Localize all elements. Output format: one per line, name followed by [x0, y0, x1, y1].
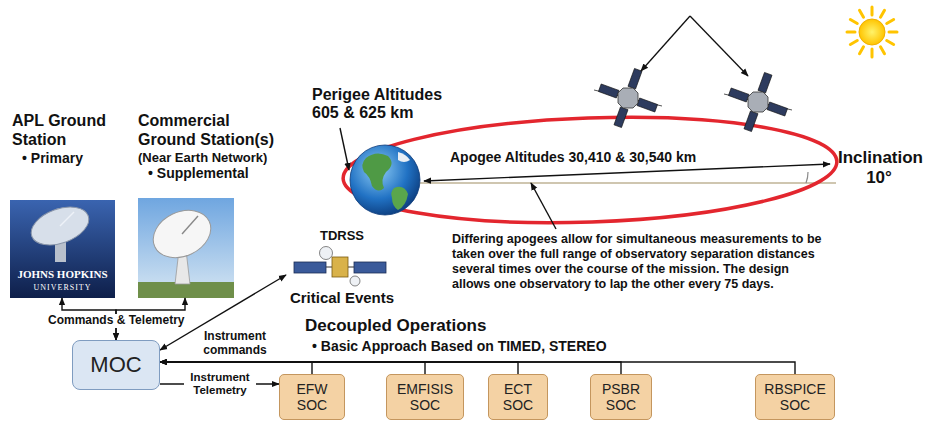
antenna-dish: [320, 247, 333, 260]
section-bullet: • Basic Approach Based on TIMED, STEREO: [312, 338, 642, 354]
sun-ray: [860, 47, 864, 54]
sun: [847, 7, 897, 57]
note-arrow: [531, 183, 556, 229]
solar-panel: [294, 262, 326, 273]
sun-ray: [881, 10, 885, 17]
satellite-role: Critical Events: [286, 289, 398, 307]
soc-name: PSBR SOC: [602, 381, 640, 413]
science-center: EFW SOC: [279, 374, 345, 420]
solar-panel: [354, 262, 386, 273]
connector-label: Instrument Telemetry: [184, 371, 256, 397]
sun-ray: [850, 20, 857, 24]
orbit-ellipse: [341, 109, 838, 230]
solar-panel: [637, 98, 658, 112]
station-role: • Primary: [12, 150, 137, 167]
science-center: RBSPICE SOC: [755, 374, 835, 420]
soc-name: RBSPICE SOC: [764, 381, 825, 413]
perigee-arrow: [340, 128, 349, 170]
observatory: [594, 68, 662, 127]
orbit-note: Differing apogees allow for simultaneous…: [452, 232, 824, 292]
antenna-dish: [146, 201, 219, 266]
sun-ray: [847, 31, 855, 34]
pointer-line: [690, 16, 748, 76]
pointer-line: [641, 16, 690, 71]
soc-name: EMFISIS SOC: [397, 381, 453, 413]
cloud: [398, 152, 410, 162]
antenna-dish: [26, 200, 94, 252]
station-role: • Supplemental: [138, 165, 283, 182]
photo-ground: [10, 200, 115, 298]
antenna-dish: [350, 276, 360, 286]
sun-ray: [887, 41, 894, 45]
equator-line: [420, 182, 836, 184]
earth: [350, 145, 420, 215]
sun-ray: [871, 7, 874, 15]
satellite-name: TDRSS: [286, 228, 398, 243]
sun-ray: [881, 47, 885, 54]
science-center: PSBR SOC: [590, 374, 652, 420]
solar-panel: [598, 84, 619, 98]
apl-station-photo: [10, 200, 115, 298]
science-center: EMFISIS SOC: [386, 374, 464, 420]
perigee-label: Perigee Altitudes 605 & 625 km: [312, 86, 462, 123]
spacecraft-body: [618, 88, 638, 108]
station-network: (Near Earth Network): [138, 150, 283, 165]
section-heading: Decoupled Operations: [305, 316, 565, 336]
observatory: [724, 72, 792, 131]
inclination-label: Inclination 10°: [838, 148, 920, 187]
ground-station: Commercial Ground Station(s)(Near Earth …: [138, 112, 283, 298]
sun-disc: [859, 19, 885, 45]
connector-label: Instrument commands: [197, 330, 273, 358]
spacecraft-body: [748, 92, 768, 112]
station-heading: Commercial Ground Station(s): [138, 112, 283, 150]
inclination-arc: [806, 172, 808, 183]
continent: [391, 187, 408, 210]
sun-ray: [850, 41, 857, 45]
solar-panel: [744, 111, 758, 132]
spacecraft-body: [332, 257, 348, 277]
apogee-arrow: [424, 164, 830, 181]
apogee-label: Apogee Altitudes 30,410 & 30,540 km: [448, 149, 698, 165]
commercial-station-photo: [138, 198, 234, 298]
solar-panel: [628, 68, 642, 89]
soc-name: ECT SOC: [503, 381, 533, 413]
relay-satellite: TDRSS Critical Events: [286, 228, 398, 310]
solar-panel: [758, 72, 772, 93]
photo-sky: [138, 198, 234, 298]
center-name: MOC: [90, 352, 141, 378]
photo-caption: JOHNS HOPKINS: [10, 268, 115, 281]
antenna-feed: [60, 212, 74, 226]
earth-globe: [350, 145, 420, 215]
antenna-feed: [182, 216, 198, 234]
soc-name: EFW SOC: [296, 381, 327, 413]
sun-ray: [860, 10, 864, 17]
connectors: [62, 275, 795, 384]
station-heading: APL Ground Station: [12, 112, 137, 150]
sun-ray: [871, 49, 874, 57]
science-center: ECT SOC: [488, 374, 548, 420]
sun-ray: [889, 31, 897, 34]
connector-label: Commands & Telemetry: [45, 314, 187, 328]
solar-panel: [728, 88, 749, 102]
solar-panel: [767, 102, 788, 116]
operations-center: MOC: [72, 340, 160, 390]
solar-panel: [614, 107, 628, 128]
continent: [362, 153, 391, 190]
sun-ray: [887, 20, 894, 24]
tdrss-satellite: [294, 247, 386, 287]
photo-caption: UNIVERSITY: [10, 283, 115, 292]
